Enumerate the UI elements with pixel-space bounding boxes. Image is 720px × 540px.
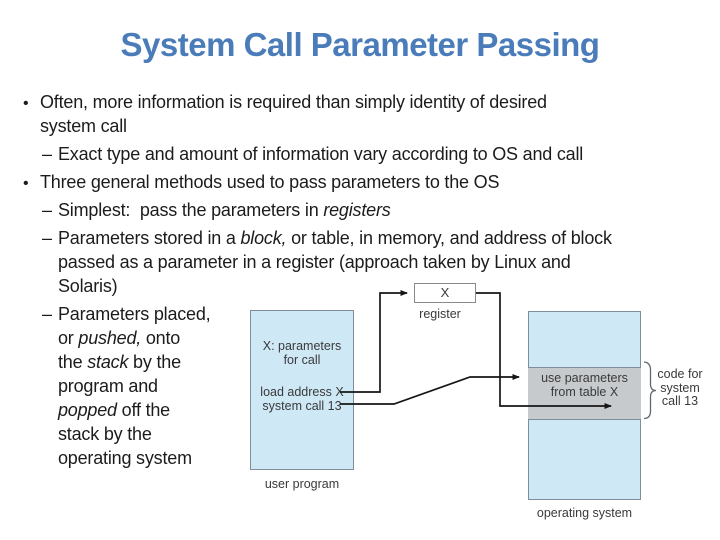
dash-marker: – (42, 144, 52, 164)
bullet-line: program and (58, 374, 158, 398)
params-label-line2: for call (283, 352, 321, 367)
dash-marker: – (42, 200, 52, 220)
bullet-text: Often, more information is required than… (40, 92, 547, 112)
bullet-text: Parameters stored in a (58, 228, 241, 248)
system-call-line: system call 13 (262, 398, 342, 413)
bullet-line: or pushed, onto (58, 326, 180, 350)
dash-marker: – (42, 304, 52, 324)
bullet-text-italic: block, (240, 228, 287, 248)
user-program-box (250, 310, 354, 470)
bullet-line: the stack by the (58, 350, 181, 374)
bullet-text-italic: pushed, (78, 328, 142, 348)
code-label-line3: call 13 (661, 394, 699, 408)
user-program-instructions: load address X system call 13 (250, 385, 354, 413)
user-program-box-text: X: parameters for call (250, 339, 354, 367)
bullet-line: –Parameters placed, (42, 302, 211, 326)
bullet-text: Three general methods used to pass param… (40, 172, 500, 192)
user-program-caption: user program (264, 477, 340, 491)
bullet-text: passed as a parameter in a register (app… (58, 252, 571, 272)
bullet-text: Solaris) (58, 276, 118, 296)
bullet-marker: • (23, 175, 29, 192)
use-parameters-line1: use parameters (541, 371, 628, 385)
bullet-text: operating system (58, 448, 192, 468)
bullet-text: Exact type and amount of information var… (58, 144, 584, 164)
bullet-text: Parameters placed, (58, 304, 211, 324)
bullet-text-italic: registers (323, 200, 391, 220)
register-box: X (414, 283, 476, 303)
bullet-text: Simplest: pass the parameters in (58, 200, 324, 220)
bullet-text: stack by the (58, 424, 152, 444)
bullet-line: operating system (58, 446, 192, 470)
arrow-system-call-to-os (340, 374, 520, 405)
bullet-text-italic: stack (87, 352, 129, 372)
operating-system-caption: operating system (536, 506, 633, 520)
bullet-line: stack by the (58, 422, 152, 446)
params-label-line1: X: parameters (262, 339, 342, 353)
bullet-text: onto (141, 328, 181, 348)
bullet-line: popped off the (58, 398, 170, 422)
bullet-line: system call (40, 114, 127, 138)
code-for-system-call-label: code for system call 13 (654, 367, 706, 409)
bullet-text: off the (116, 400, 171, 420)
register-label: register (419, 307, 461, 321)
bullet-text: by the (128, 352, 181, 372)
bullet-line: • Often, more information is required tha… (23, 90, 547, 116)
bullet-text: or table, in memory, and address of bloc… (286, 228, 612, 248)
bullet-text: the (58, 352, 88, 372)
register-value: X (440, 285, 450, 300)
bullet-text: or (58, 328, 79, 348)
dash-marker: – (42, 228, 52, 248)
bullet-marker: • (23, 95, 29, 112)
use-parameters-text: use parameters from table X (528, 371, 641, 399)
bullet-line: –Exact type and amount of information va… (42, 142, 583, 166)
bullet-text: system call (40, 116, 127, 136)
bullet-line: passed as a parameter in a register (app… (58, 250, 571, 274)
code-label-line1: code for (657, 367, 703, 381)
page-title: System Call Parameter Passing (120, 26, 600, 63)
bullet-line: –Simplest: pass the parameters in regist… (42, 198, 391, 222)
bullet-text-italic: popped (58, 400, 117, 420)
code-label-line2: system (660, 380, 700, 395)
use-parameters-line2: from table X (550, 384, 619, 399)
bullet-line: • Three general methods used to pass para… (23, 170, 499, 196)
bullet-line: Solaris) (58, 274, 118, 298)
bullet-text: program and (58, 376, 158, 396)
bullet-line: –Parameters stored in a block, or table,… (42, 226, 612, 250)
load-address-line: load address X (260, 385, 344, 399)
